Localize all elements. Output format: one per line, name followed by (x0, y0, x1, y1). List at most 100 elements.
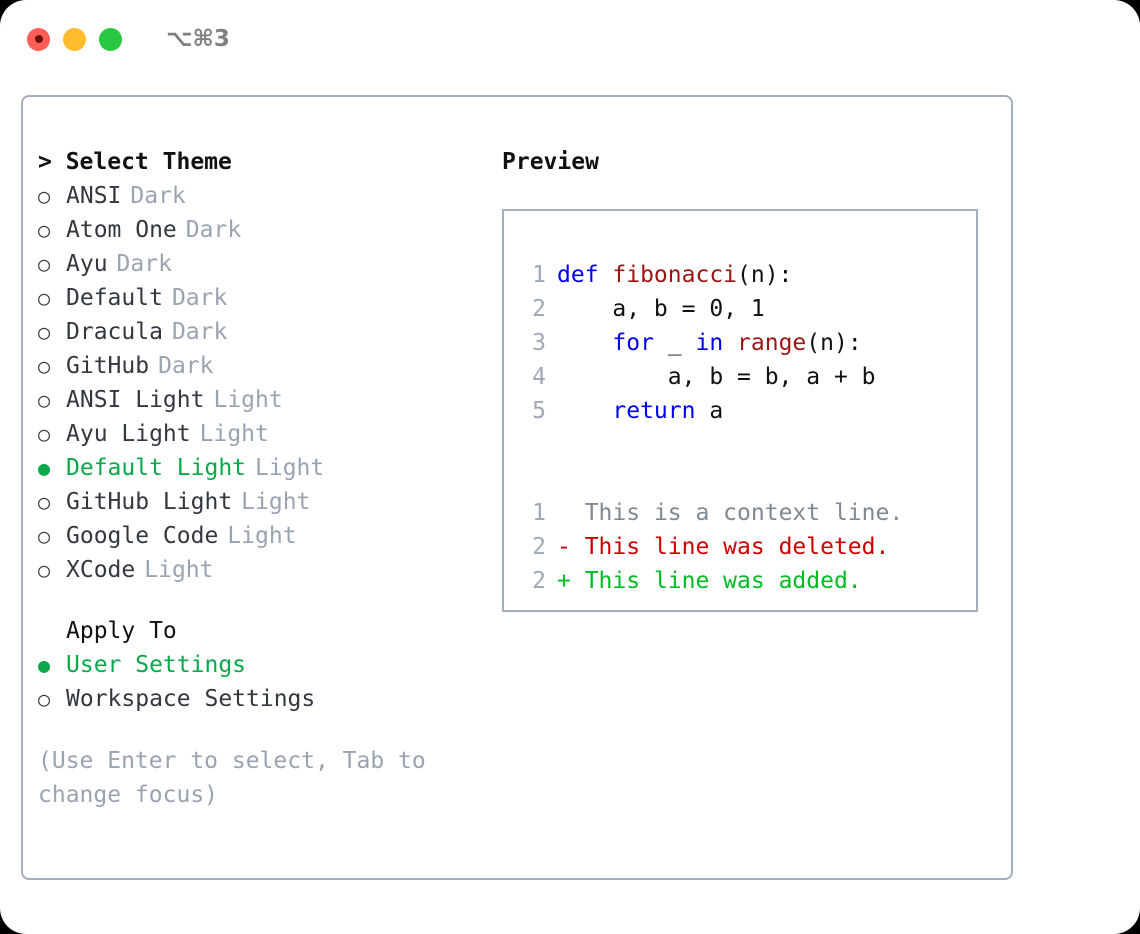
line-number: 2 (532, 534, 546, 560)
theme-option-google-code[interactable]: ○ Google Code Light (38, 519, 498, 553)
radio-icon: ○ (38, 286, 51, 310)
theme-option-atom-one[interactable]: ○ Atom One Dark (38, 213, 498, 247)
theme-option-tag: Light (199, 421, 269, 447)
theme-option-label: Default Light (66, 455, 247, 481)
radio-icon: ○ (38, 490, 51, 514)
close-icon (34, 35, 43, 43)
code-line: 2 a, b = 0, 1 (518, 292, 976, 326)
radio-icon: ○ (38, 687, 51, 711)
theme-option-label: Atom One (66, 217, 177, 243)
keyboard-shortcut-label: ⌥⌘3 (166, 26, 230, 52)
code-token-keyword: in (695, 330, 724, 356)
radio-icon: ○ (38, 524, 51, 548)
theme-option-tag: Light (255, 455, 325, 481)
panel-columns: > Select Theme ○ ANSI Dark ○ Atom One Da… (23, 97, 1011, 878)
code-content: a, b = b, a + b (557, 360, 876, 394)
radio-icon: ○ (38, 218, 51, 242)
apply-option-label: User Settings (66, 652, 247, 678)
theme-list-column: > Select Theme ○ ANSI Dark ○ Atom One Da… (38, 145, 498, 812)
line-number: 2 (532, 296, 546, 322)
code-token-function: fibonacci (612, 262, 738, 288)
list-spacer (38, 587, 498, 614)
theme-option-label: ANSI Light (66, 387, 205, 413)
theme-picker-panel: > Select Theme ○ ANSI Dark ○ Atom One Da… (21, 95, 1013, 880)
theme-option-default[interactable]: ○ Default Dark (38, 281, 498, 315)
theme-option-ansi[interactable]: ○ ANSI Dark (38, 179, 498, 213)
theme-option-tag: Dark (116, 251, 172, 277)
window-controls (27, 27, 122, 51)
code-line: 3 for _ in range(n): (518, 326, 976, 360)
diff-line-added: 2 + This line was added. (518, 564, 976, 598)
code-token-keyword: for (612, 330, 654, 356)
theme-option-github-light[interactable]: ○ GitHub Light Light (38, 485, 498, 519)
theme-option-ansi-light[interactable]: ○ ANSI Light Light (38, 383, 498, 417)
diff-line-deleted: 2 - This line was deleted. (518, 530, 976, 564)
theme-option-tag: Dark (130, 183, 186, 209)
theme-option-label: Default (66, 285, 163, 311)
code-token-plain: a, b = b, a + b (557, 364, 876, 390)
title-bar: ⌥⌘3 (0, 0, 1140, 78)
preview-title: Preview (502, 149, 599, 175)
preview-box: 1 def fibonacci(n): 2 a, b = 0, 1 3 for … (502, 209, 978, 612)
theme-option-label: Ayu Light (66, 421, 191, 447)
select-theme-header: > Select Theme (38, 149, 232, 175)
diff-text: This line was deleted. (570, 534, 890, 560)
preview-column: Preview 1 def fibonacci(n): 2 a, b = 0, … (502, 145, 1002, 612)
code-token-plain (557, 398, 612, 424)
keyboard-hint-text: (Use Enter to select, Tab to change focu… (38, 748, 440, 808)
diff-line-context: 1 This is a context line. (518, 496, 976, 530)
theme-option-tag: Light (241, 489, 311, 515)
code-line: 4 a, b = b, a + b (518, 360, 976, 394)
apply-option-label: Workspace Settings (66, 686, 316, 712)
code-token-keyword: def (557, 262, 613, 288)
line-number: 1 (532, 500, 546, 526)
line-number: 5 (532, 398, 546, 424)
radio-icon: ○ (38, 388, 51, 412)
radio-icon: ○ (38, 422, 51, 446)
theme-option-github[interactable]: ○ GitHub Dark (38, 349, 498, 383)
theme-option-tag: Dark (158, 353, 214, 379)
apply-option-user-settings[interactable]: ● User Settings (38, 648, 498, 682)
code-content: def fibonacci(n): (557, 258, 792, 292)
theme-option-ayu[interactable]: ○ Ayu Dark (38, 247, 498, 281)
apply-to-header: Apply To (66, 618, 177, 644)
code-token-plain: (n): (806, 330, 862, 356)
theme-option-tag: Dark (185, 217, 242, 243)
theme-option-label: XCode (66, 557, 136, 583)
code-token-plain: (n): (737, 262, 793, 288)
radio-icon: ○ (38, 184, 51, 208)
theme-option-xcode[interactable]: ○ XCode Light (38, 553, 498, 587)
code-token-plain: a (695, 398, 724, 424)
diff-marker: - (557, 534, 571, 560)
code-token-function: range (737, 330, 807, 356)
theme-option-tag: Dark (171, 285, 228, 311)
minimize-button[interactable] (63, 27, 86, 51)
code-line: 5 return a (518, 394, 976, 428)
diff-text: This is a context line. (570, 500, 904, 526)
line-number: 4 (532, 364, 546, 390)
code-content: return a (557, 394, 723, 428)
theme-option-tag: Light (227, 523, 297, 549)
radio-selected-icon: ● (38, 456, 51, 480)
radio-selected-icon: ● (38, 653, 51, 677)
theme-option-ayu-light[interactable]: ○ Ayu Light Light (38, 417, 498, 451)
code-token-keyword: return (612, 398, 696, 424)
theme-option-label: GitHub (66, 353, 150, 379)
code-token-plain: a, b = 0, 1 (557, 296, 765, 322)
theme-option-label: Google Code (66, 523, 219, 549)
theme-option-dracula[interactable]: ○ Dracula Dark (38, 315, 498, 349)
maximize-button[interactable] (99, 27, 122, 51)
theme-option-default-light[interactable]: ● Default Light Light (38, 451, 498, 485)
theme-option-label: GitHub Light (66, 489, 233, 515)
diff-marker: + (557, 568, 571, 594)
theme-option-tag: Dark (171, 319, 228, 345)
theme-option-label: Ayu (66, 251, 108, 277)
code-token-plain (557, 330, 612, 356)
theme-option-label: Dracula (66, 319, 163, 345)
code-token-plain: _ (653, 330, 696, 356)
close-button[interactable] (27, 27, 50, 51)
line-number: 1 (532, 262, 546, 288)
theme-option-tag: Light (213, 387, 283, 413)
apply-option-workspace-settings[interactable]: ○ Workspace Settings (38, 682, 498, 716)
